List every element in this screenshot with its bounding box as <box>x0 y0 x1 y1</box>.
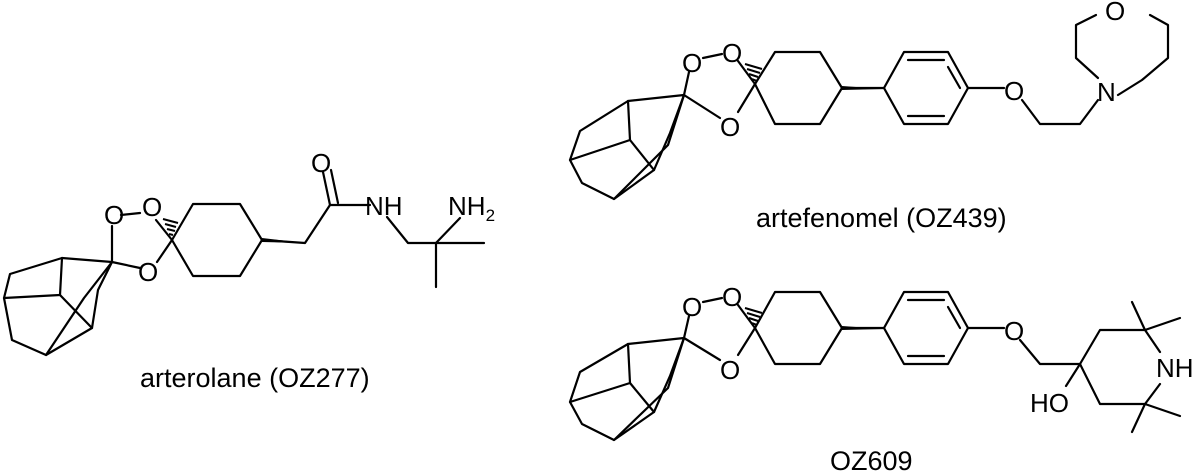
morpholine-nitrogen-label: N <box>1097 77 1116 107</box>
amine-subscript: 2 <box>486 206 495 225</box>
cyclohexane-ring <box>170 202 264 278</box>
adamantane-cage <box>568 93 686 201</box>
hashed-stereo-bond <box>162 218 179 236</box>
ether-oxygen-label: O <box>1004 76 1024 106</box>
ring-oxygen-label: O <box>682 292 702 322</box>
molecule-caption: artefenomel (OZ439) <box>756 203 1007 233</box>
cyclohexane-ring <box>753 50 844 126</box>
ring-oxygen-label: O <box>720 355 740 385</box>
amine-label: NH2 <box>448 191 495 225</box>
ether-oxygen-label: O <box>1004 316 1024 346</box>
molecule-artefenomel: O O O O N O artefenomel (OZ439) <box>568 0 1170 233</box>
ring-oxygen-label: O <box>682 48 702 78</box>
ether-piperidine-chain <box>966 300 1182 434</box>
hashed-stereo-bond <box>744 63 763 82</box>
trioxolane-ring <box>110 211 174 270</box>
amide-side-chain <box>260 168 486 289</box>
ring-oxygen-label: O <box>722 282 742 312</box>
trioxolane-ring <box>682 296 757 362</box>
molecule-caption: arterolane (OZ277) <box>140 363 370 393</box>
trioxolane-ring <box>682 52 757 120</box>
adamantane-cage <box>2 256 114 357</box>
morpholine-oxygen-label: O <box>1105 0 1125 26</box>
piperidine-nh-label: NH <box>1156 353 1194 383</box>
adamantane-cage <box>568 336 686 442</box>
ring-oxygen-label: O <box>722 38 742 68</box>
ring-oxygen-label: O <box>138 257 158 287</box>
ring-oxygen-label: O <box>104 200 124 230</box>
ring-oxygen-label: O <box>720 112 740 142</box>
ring-oxygen-label: O <box>142 192 162 222</box>
amide-nh-label: NH <box>365 191 403 221</box>
molecule-arterolane: O O O O NH NH2 arterolane (OZ277) <box>2 148 495 393</box>
cyclohexane-ring <box>753 290 844 366</box>
benzene-ring <box>840 50 970 126</box>
molecule-caption: OZ609 <box>830 446 913 474</box>
carbonyl-oxygen-label: O <box>311 148 331 178</box>
ether-morpholine-chain <box>966 13 1170 126</box>
amine-nh-text: NH <box>448 191 486 221</box>
hydroxyl-label: HO <box>1030 388 1069 418</box>
molecule-oz609: O O O O NH HO OZ609 <box>568 282 1194 474</box>
benzene-ring <box>840 290 970 366</box>
